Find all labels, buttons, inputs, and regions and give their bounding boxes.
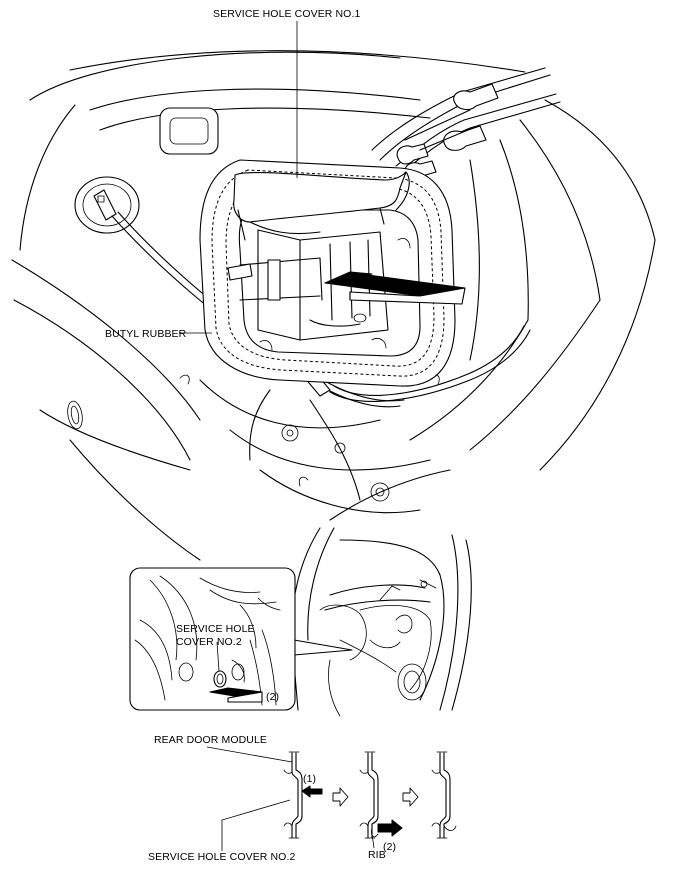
leader-service-hole-cover-no2 [221,799,291,851]
service-hole-cover-no2-inset [213,670,227,688]
label-service-hole-cover-no1: SERVICE HOLE COVER NO.1 [213,8,360,20]
label-step-1: (1) [303,773,316,785]
inset-detail: SERVICE HOLE COVER NO.2 (2) [129,567,353,711]
rear-door-overview [291,527,472,717]
service-hole-cover-no1 [233,171,410,241]
label-step-2: (2) [383,841,396,853]
removal-direction-arrow [324,271,466,305]
label-service-hole-cover-no2: SERVICE HOLE COVER NO.2 [148,851,295,863]
step-arrow-1 [332,787,349,807]
section-step-1: (1) [283,751,323,839]
inset-step-2: (2) [266,691,279,703]
leader-rear-door-module [206,746,293,763]
section-step-3 [431,751,457,839]
label-rear-door-module: REAR DOOR MODULE [154,734,267,746]
inset-label-line2: COVER NO.2 [176,636,242,648]
section-step-2: RIB (2) [359,751,403,861]
inset-label-line1: SERVICE HOLE [176,623,255,635]
step-arrow-2 [402,787,419,807]
label-rib: RIB [368,849,386,861]
label-butyl-rubber: BUTYL RUBBER [105,328,187,340]
